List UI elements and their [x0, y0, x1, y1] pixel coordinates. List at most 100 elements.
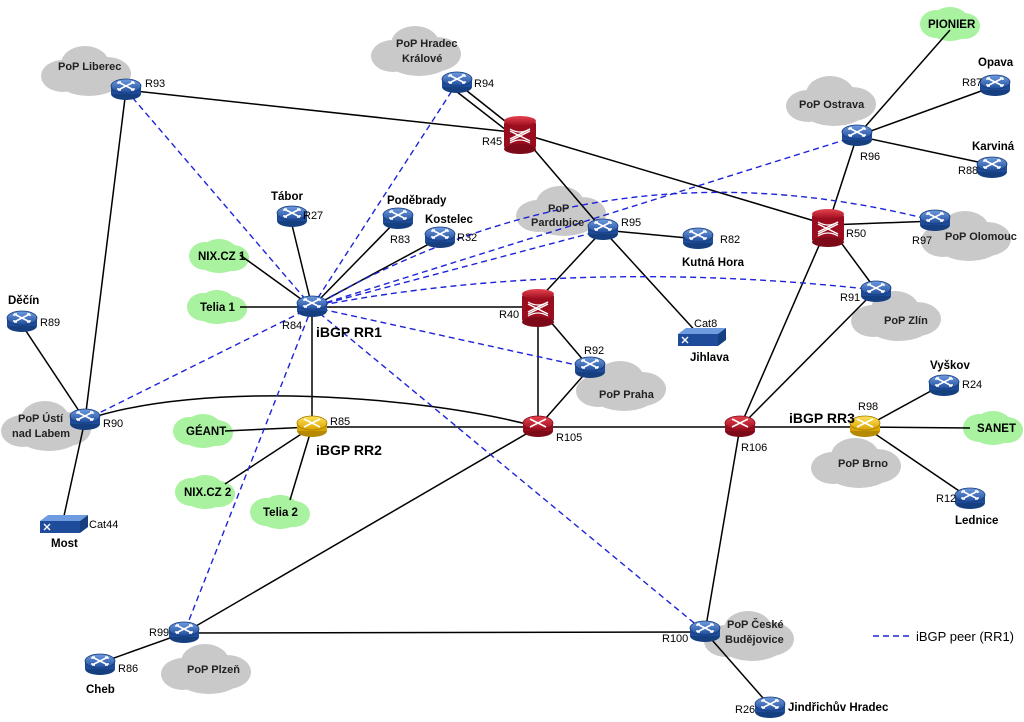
router-r93[interactable]	[110, 78, 142, 101]
router-r88[interactable]	[976, 156, 1008, 179]
place-jihlava: Jihlava	[690, 352, 730, 364]
routers	[6, 71, 1011, 719]
switch-cat8[interactable]	[677, 327, 727, 347]
router-r45[interactable]	[503, 115, 537, 155]
router-r105[interactable]	[522, 415, 554, 438]
id-cat44: Cat44	[89, 519, 118, 531]
place-labels: Tábor Poděbrady Kostelec Kutná Hora Jihl…	[8, 57, 1015, 714]
label-plzen: PoP Plzeň	[187, 664, 240, 676]
id-r45: R45	[482, 136, 502, 148]
label-telia1: Telia 1	[200, 302, 236, 314]
place-most: Most	[51, 538, 78, 550]
label-pionier: PIONIER	[928, 19, 976, 31]
router-r24[interactable]	[928, 374, 960, 397]
label-nix1: NIX.CZ 1	[198, 251, 246, 263]
id-r92: R92	[584, 345, 604, 357]
router-r84[interactable]	[296, 295, 328, 318]
label-geant: GÉANT	[186, 425, 226, 438]
label-nix2: NIX.CZ 2	[184, 487, 231, 499]
router-r83[interactable]	[382, 207, 414, 230]
router-r87[interactable]	[979, 74, 1011, 97]
id-r96: R96	[860, 151, 880, 163]
label-hradec-1: PoP Hradec	[396, 38, 458, 50]
label-telia2: Telia 2	[263, 507, 298, 519]
label-usti-2: nad Labem	[12, 428, 70, 440]
id-r82: R82	[720, 234, 740, 246]
router-r26[interactable]	[754, 696, 786, 719]
cloud-labels: PoP Liberec PoP Hradec Králové PoP Ostra…	[12, 38, 1017, 676]
id-r87: R87	[962, 77, 982, 89]
label-cb-1: PoP České	[727, 618, 784, 631]
place-karvina: Karviná	[972, 141, 1015, 153]
id-r84: R84	[282, 320, 302, 332]
legend: iBGP peer (RR1)	[873, 629, 1014, 644]
place-vyskov: Vyškov	[930, 360, 970, 372]
rr1-label: iBGP RR1	[316, 324, 382, 340]
legend-label: iBGP peer (RR1)	[916, 629, 1014, 644]
id-r105: R105	[556, 432, 582, 444]
router-r99[interactable]	[168, 621, 200, 644]
id-r90: R90	[103, 418, 123, 430]
router-r82[interactable]	[682, 227, 714, 250]
id-r95: R95	[621, 217, 641, 229]
id-cat8: Cat8	[694, 318, 717, 330]
id-r97: R97	[912, 235, 932, 247]
router-r91[interactable]	[860, 280, 892, 303]
id-r100: R100	[662, 633, 688, 645]
id-r50: R50	[846, 228, 866, 240]
router-r32[interactable]	[424, 226, 456, 249]
physical-links	[19, 29, 996, 707]
label-liberec: PoP Liberec	[58, 61, 121, 73]
router-r12[interactable]	[954, 487, 986, 510]
router-r92[interactable]	[574, 356, 606, 379]
peer-labels: PIONIER NIX.CZ 1 Telia 1 GÉANT NIX.CZ 2 …	[184, 19, 1016, 519]
id-r88: R88	[958, 165, 978, 177]
label-brno: PoP Brno	[838, 458, 888, 470]
label-ostrava: PoP Ostrava	[799, 99, 865, 111]
id-r99: R99	[149, 627, 169, 639]
label-pardubice-2: Pardubice	[531, 217, 584, 229]
id-r32: R32	[457, 232, 477, 244]
router-r85[interactable]	[296, 415, 328, 438]
router-labels: R93 R94 R45 R27 R83 R32 R95 R82 R96 R87 …	[40, 77, 982, 716]
rr2-label: iBGP RR2	[316, 442, 382, 458]
router-r97[interactable]	[919, 209, 951, 232]
router-r90[interactable]	[69, 408, 101, 431]
router-r40[interactable]	[521, 288, 555, 328]
id-r12: R12	[936, 493, 956, 505]
label-usti-1: PoP Ústí	[18, 412, 64, 425]
id-r40: R40	[499, 309, 519, 321]
router-r96[interactable]	[841, 124, 873, 147]
router-r86[interactable]	[84, 653, 116, 676]
place-cheb: Cheb	[86, 684, 115, 696]
place-podebrady: Poděbrady	[387, 195, 447, 207]
id-r24: R24	[962, 379, 982, 391]
router-r50[interactable]	[811, 208, 845, 248]
router-r89[interactable]	[6, 310, 38, 333]
ibgp-sessions	[84, 82, 936, 634]
id-r27: R27	[303, 210, 323, 222]
place-opava: Opava	[978, 57, 1014, 69]
router-r94[interactable]	[441, 71, 473, 94]
label-zlin: PoP Zlín	[884, 315, 928, 327]
id-r98: R98	[858, 401, 878, 413]
id-r83: R83	[390, 234, 410, 246]
id-r94: R94	[474, 78, 494, 90]
peer-blobs	[173, 7, 1023, 529]
id-r26: R26	[735, 704, 755, 716]
router-r95[interactable]	[587, 218, 619, 241]
label-cb-2: Budějovice	[725, 634, 784, 646]
label-olomouc: PoP Olomouc	[945, 231, 1017, 243]
place-tabor: Tábor	[271, 191, 303, 203]
router-r100[interactable]	[689, 620, 721, 643]
router-r106[interactable]	[724, 415, 756, 438]
place-jindrichuv-hradec: Jindřichův Hradec	[788, 702, 889, 714]
switch-cat44[interactable]	[39, 514, 89, 534]
id-r106: R106	[741, 442, 767, 454]
id-r85: R85	[330, 416, 350, 428]
label-praha: PoP Praha	[599, 389, 655, 401]
cloud-hradec	[371, 26, 461, 76]
id-r86: R86	[118, 663, 138, 675]
label-pardubice-1: PoP	[548, 203, 569, 215]
